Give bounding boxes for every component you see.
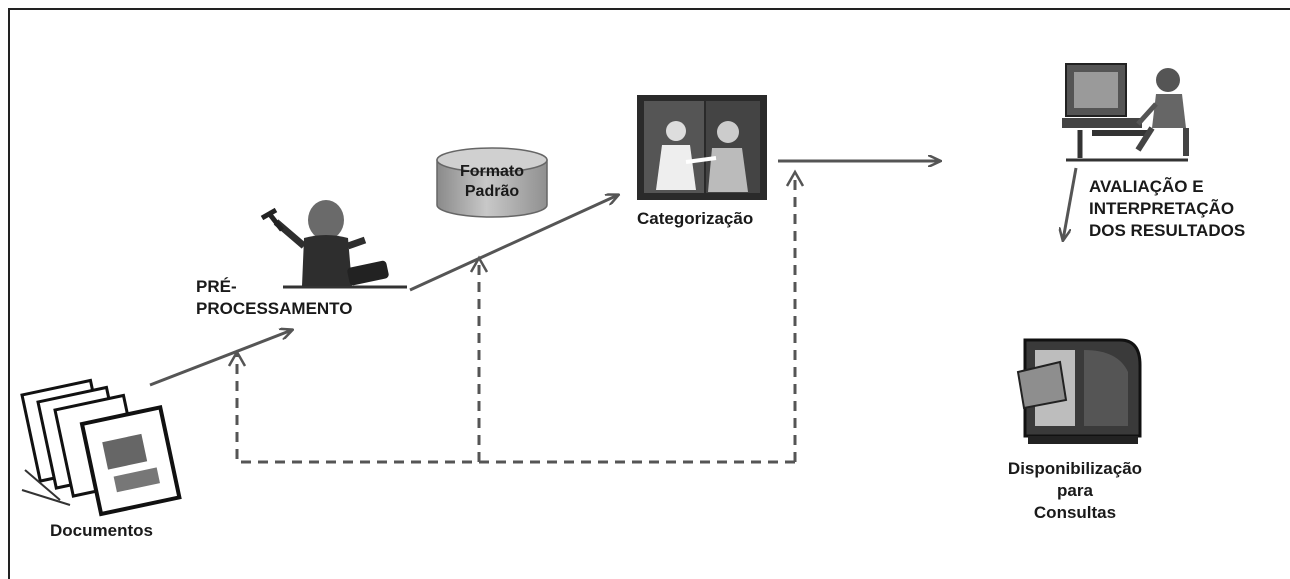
label-standard-format: Formato Padrão <box>460 163 524 200</box>
database-cylinder-icon <box>436 147 548 218</box>
label-evaluation: AVALIAÇÃO E INTERPRETAÇÃO DOS RESULTADOS <box>1089 177 1246 240</box>
feedback-arrowheads <box>227 169 805 367</box>
worker-with-tools-icon <box>260 200 407 289</box>
documents-stack-icon <box>20 378 182 517</box>
arrow-preprocessing-to-format <box>409 195 618 292</box>
feedback-loop <box>235 172 797 464</box>
label-categorization: Categorização <box>637 209 754 228</box>
diagram-border <box>8 8 1290 579</box>
label-availability: Disponibilização para Consultas <box>1007 459 1143 522</box>
label-preprocessing: PRÉ- PROCESSAMENTO <box>196 277 353 318</box>
arrow-documents-to-preprocessing <box>149 330 292 387</box>
person-at-computer-icon <box>1062 63 1189 162</box>
arrow-evaluation-down <box>1063 167 1078 240</box>
label-documents: Documentos <box>50 521 153 540</box>
mailbox-icon <box>1016 338 1142 444</box>
people-discussion-icon <box>637 95 767 200</box>
